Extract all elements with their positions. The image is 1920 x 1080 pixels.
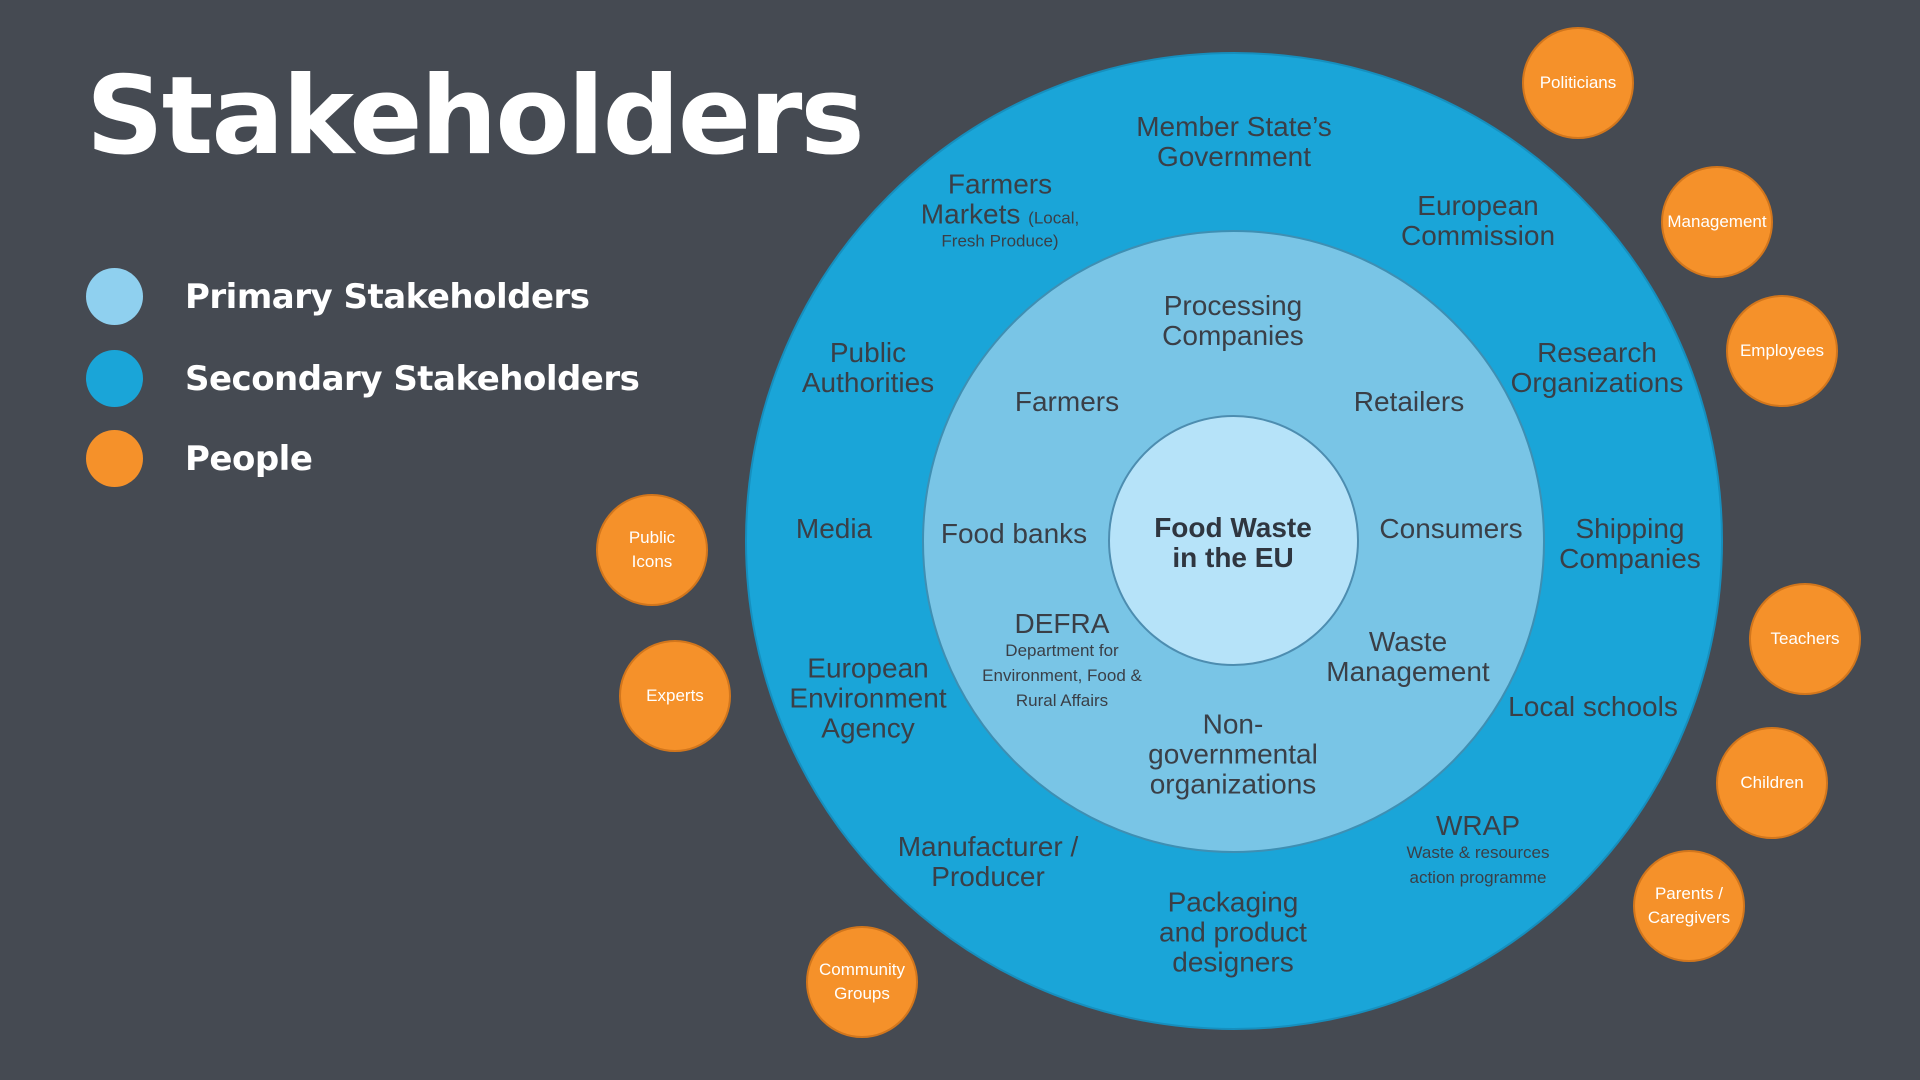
wrap-main: WRAP (1435, 810, 1520, 842)
person-children-label: Children (1740, 773, 1804, 793)
european-commission-line1: European (1417, 189, 1539, 221)
public-authorities-line1: Public (829, 336, 907, 368)
legend-item-people: People (86, 430, 313, 487)
eea-line1: European (807, 652, 929, 684)
processing-line2: Companies (1162, 320, 1304, 351)
secondary-member-state-government: Member State’s Government (1136, 110, 1332, 172)
center-topic-line2: in the EU (1172, 542, 1294, 573)
ngo-line3: organizations (1149, 769, 1317, 801)
public-icons-line1: Public (628, 528, 676, 548)
person-community-label: Community Groups (819, 958, 905, 1006)
legend-label-secondary: Secondary Stakeholders (185, 358, 640, 399)
center-topic: Food Waste in the EU (1154, 511, 1312, 573)
secondary-local-schools: Local schools (1508, 690, 1678, 722)
research-line1: Research (1537, 336, 1657, 368)
legend-label-primary: Primary Stakeholders (185, 276, 590, 317)
member-state-line2: Government (1156, 141, 1312, 172)
research-line2: Organizations (1510, 367, 1684, 398)
packaging-line1: Packaging (1167, 886, 1299, 918)
person-parents-caregivers: Parents / Caregivers (1633, 850, 1745, 962)
eea-line3: Agency (821, 713, 915, 745)
secondary-wrap: WRAP Waste & resources action programme (1407, 811, 1550, 891)
packaging-line2: and product (1159, 916, 1307, 948)
community-line2: Groups (834, 984, 890, 1003)
eea-line2: Environment (789, 682, 947, 714)
defra-main: DEFRA (1014, 607, 1110, 639)
person-teachers-label: Teachers (1770, 629, 1840, 649)
farmers-markets-inline-sub: (Local, (1028, 208, 1080, 228)
primary-food-banks: Food banks (940, 517, 1088, 549)
primary-retailers: Retailers (1353, 385, 1465, 417)
primary-farmers: Farmers (1014, 385, 1120, 417)
public-authorities-line2: Authorities (801, 367, 935, 398)
legend-item-secondary: Secondary Stakeholders (86, 350, 640, 407)
manufacturer-line1: Manufacturer / (897, 830, 1079, 862)
community-line1: Community (819, 960, 905, 980)
defra-sub2: Environment, Food & (982, 665, 1142, 685)
waste-management-line1: Waste (1368, 625, 1448, 657)
ngo-line1: Non- (1202, 708, 1264, 740)
secondary-media: Media (795, 512, 873, 544)
core-topic-circle (1108, 415, 1359, 666)
processing-line1: Processing (1163, 289, 1303, 321)
legend-dot-people (86, 430, 143, 487)
shipping-line1: Shipping (1575, 512, 1685, 544)
person-employees-label: Employees (1739, 341, 1825, 361)
wrap-sub1: Waste & resources (1406, 843, 1550, 863)
defra-sub3: Rural Affairs (1015, 690, 1109, 710)
secondary-european-environment-agency: European Environment Agency (789, 652, 947, 745)
european-commission-line2: Commission (1400, 220, 1556, 251)
person-public-icons-label: Public Icons (629, 526, 675, 574)
person-experts-label: Experts (646, 686, 704, 706)
shipping-line2: Companies (1559, 543, 1701, 574)
secondary-european-commission: European Commission (1400, 189, 1556, 251)
center-topic-line1: Food Waste (1154, 511, 1312, 543)
legend-label-people: People (185, 438, 313, 479)
person-employees: Employees (1726, 295, 1838, 407)
public-icons-line2: Icons (631, 552, 673, 571)
defra-sub1: Department for (1005, 641, 1119, 661)
legend-dot-primary (86, 268, 143, 325)
secondary-research-organizations: Research Organizations (1510, 336, 1684, 398)
primary-waste-management: Waste Management (1326, 625, 1490, 687)
wrap-sub2: action programme (1409, 868, 1547, 888)
primary-ngo: Non- governmental organizations (1148, 708, 1318, 801)
waste-management-line2: Management (1326, 656, 1490, 687)
person-politicians: Politicians (1522, 27, 1634, 139)
page-title: Stakeholders (86, 54, 865, 179)
person-politicians-label: Politicians (1539, 73, 1617, 93)
parents-line1: Parents / (1654, 884, 1724, 904)
person-children: Children (1716, 727, 1828, 839)
member-state-line1: Member State’s (1136, 110, 1332, 142)
person-public-icons: Public Icons (596, 494, 708, 606)
primary-processing-companies: Processing Companies (1162, 289, 1304, 351)
person-community-groups: Community Groups (806, 926, 918, 1038)
farmers-markets-line1: Farmers (947, 168, 1053, 200)
secondary-farmers-markets: Farmers Markets (Local, Fresh Produce) (921, 169, 1079, 254)
legend-item-primary: Primary Stakeholders (86, 268, 590, 325)
packaging-line3: designers (1172, 947, 1294, 979)
secondary-public-authorities: Public Authorities (801, 336, 935, 398)
primary-defra: DEFRA Department for Environment, Food &… (982, 607, 1142, 713)
parents-line2: Caregivers (1647, 908, 1731, 927)
person-management: Management (1661, 166, 1773, 278)
secondary-shipping-companies: Shipping Companies (1559, 512, 1701, 574)
person-management-label: Management (1667, 212, 1767, 232)
primary-consumers: Consumers (1379, 512, 1523, 544)
secondary-manufacturer-producer: Manufacturer / Producer (897, 830, 1079, 892)
farmers-markets-line2: Markets (920, 198, 1021, 230)
person-experts: Experts (619, 640, 731, 752)
ngo-line2: governmental (1148, 738, 1318, 770)
secondary-packaging-designers: Packaging and product designers (1159, 886, 1307, 979)
manufacturer-line2: Producer (931, 861, 1045, 892)
person-parents-label: Parents / Caregivers (1648, 882, 1730, 930)
legend-dot-secondary (86, 350, 143, 407)
person-teachers: Teachers (1749, 583, 1861, 695)
farmers-markets-sub: Fresh Produce) (941, 231, 1059, 251)
